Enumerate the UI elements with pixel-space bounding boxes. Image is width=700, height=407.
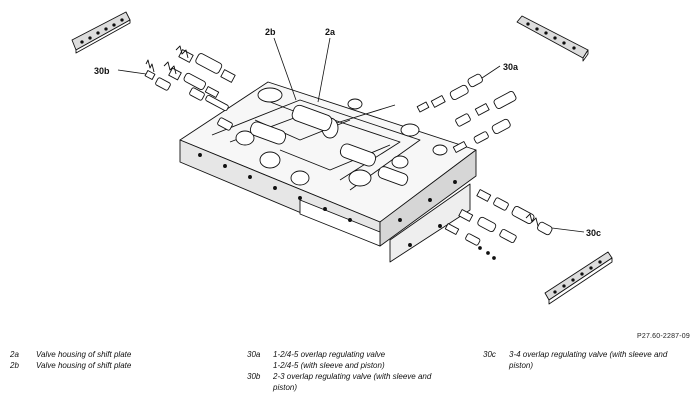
exploded-valve-body-diagram: 2b 2a 30a 30b 30c (71, 11, 613, 305)
legend-text: 2-3 overlap regulating valve (with sleev… (273, 372, 432, 392)
legend-item: 1-2/4-5 (with sleeve and piston) (247, 360, 477, 371)
callout-2b: 2b (265, 27, 276, 37)
legend-text: Valve housing of shift plate (36, 350, 132, 359)
callout-30a: 30a (503, 62, 519, 72)
legend-text: 1-2/4-5 (with sleeve and piston) (273, 361, 385, 370)
cover-plate-top-left (71, 11, 131, 54)
legend-text: 1-2/4-5 overlap regulating valve (273, 350, 386, 359)
shift-valves-in-housing (249, 104, 409, 186)
legend-column-1: 2a Valve housing of shift plate 2b Valve… (10, 349, 230, 371)
callout-leaders (117, 37, 585, 233)
legend-key: 30a (247, 350, 261, 359)
callout-30c: 30c (586, 228, 601, 238)
valve-housing-body (179, 81, 477, 263)
legend-key: 30c (483, 350, 496, 359)
legend-column-2: 30a 1-2/4-5 overlap regulating valve 1-2… (247, 349, 477, 393)
legend-text: Valve housing of shift plate (36, 361, 132, 370)
cover-plate-bottom-right (544, 251, 613, 305)
figure-reference: P27.60-2287-09 (636, 333, 690, 340)
loose-pins (478, 246, 496, 260)
callout-30b: 30b (94, 66, 110, 76)
valve-group-30a (416, 73, 517, 153)
callout-2a: 2a (325, 27, 336, 37)
legend-column-3: 30c 3-4 overlap regulating valve (with s… (483, 349, 693, 371)
legend-item: 30a 1-2/4-5 overlap regulating valve (247, 349, 477, 360)
valve-group-30c (444, 189, 553, 246)
legend-item: 2b Valve housing of shift plate (10, 360, 230, 371)
legend-item: 30b 2-3 overlap regulating valve (with s… (247, 371, 477, 393)
valve-group-30b (144, 45, 236, 131)
legend-item: 30c 3-4 overlap regulating valve (with s… (483, 349, 693, 371)
legend-key: 30b (247, 372, 261, 381)
legend-key: 2a (10, 350, 19, 359)
legend-key: 2b (10, 361, 19, 370)
legend-text: 3-4 overlap regulating valve (with sleev… (509, 350, 668, 370)
cover-plate-top-right (516, 15, 589, 62)
legend-item: 2a Valve housing of shift plate (10, 349, 230, 360)
